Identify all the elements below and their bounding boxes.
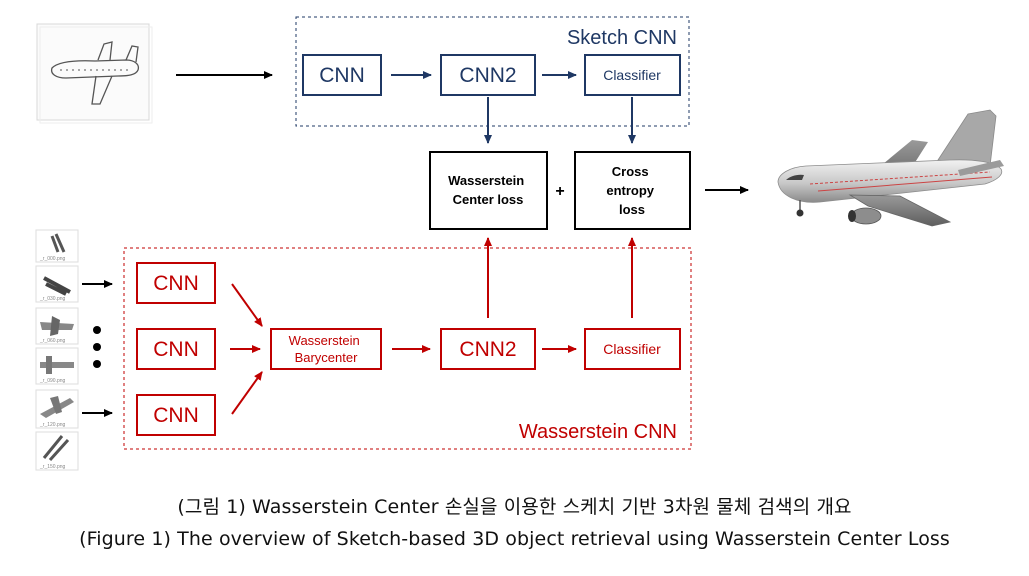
cross-entropy-loss-label: Cross entropy loss (606, 164, 657, 217)
svg-text:_r_030.png: _r_030.png (39, 296, 66, 302)
cnn-bot-to-barycenter-arrow (231, 371, 263, 415)
svg-text:_r_090.png: _r_090.png (39, 378, 66, 384)
wasserstein-center-loss-node (429, 151, 548, 230)
view-thumbnail: _r_090.png (35, 347, 79, 385)
caption-korean: (그림 1) Wasserstein Center 손실을 이용한 스케치 기반… (177, 496, 852, 518)
wasserstein-cnn-node-bot-label: CNN (153, 404, 199, 427)
output-3d-airplane-image (777, 109, 1004, 227)
sketch-classifier-node (584, 54, 681, 96)
view-thumbnail: _r_150.png (35, 431, 79, 471)
svg-text:_r_150.png: _r_150.png (39, 464, 66, 470)
wasserstein-barycenter-label: Wasserstein Barycenter (289, 333, 364, 365)
sketch-cnn2-node (440, 54, 536, 96)
view-thumbnail: _r_060.png (35, 307, 79, 345)
wasserstein-center-loss-label: Wasserstein Center loss (448, 173, 528, 207)
sketch-cnn-group (295, 16, 690, 127)
sketch-cnn-label: Sketch CNN (567, 27, 677, 49)
wasserstein-cnn-node-top (136, 262, 216, 304)
wasserstein-barycenter-node (270, 328, 382, 370)
wasserstein-classifier-node (584, 328, 681, 370)
wasserstein-cnn2-node-label: CNN2 (459, 338, 516, 361)
view-thumbnail: _r_000.png (35, 229, 79, 263)
wasserstein-cnn-group (123, 247, 692, 450)
wasserstein-classifier-node-label: Classifier (603, 341, 661, 357)
wasserstein-cnn-node-mid (136, 328, 216, 370)
cnn-top-to-barycenter-arrow (231, 283, 263, 327)
sketch-input-image (36, 23, 153, 124)
sketch-cnn-node (302, 54, 382, 96)
sketch-airplane-icon (50, 41, 140, 105)
multi-view-images: _r_000.png _r_030.png _r_060.png _r_090.… (35, 229, 79, 471)
sketch-classifier-node-label: Classifier (603, 67, 661, 83)
view-thumbnail: _r_120.png (35, 389, 79, 429)
svg-text:_r_000.png: _r_000.png (39, 256, 66, 262)
sketch-cnn-node-label: CNN (319, 64, 365, 87)
wasserstein-cnn2-node (440, 328, 536, 370)
wasserstein-cnn-label: Wasserstein CNN (519, 421, 677, 443)
svg-text:_r_120.png: _r_120.png (39, 422, 66, 428)
view-thumbnail: _r_030.png (35, 265, 79, 303)
ellipsis-dot (93, 360, 101, 368)
wasserstein-cnn-node-mid-label: CNN (153, 338, 199, 361)
ellipsis-dot (93, 326, 101, 334)
plus-sign: + (555, 183, 564, 200)
caption-english: (Figure 1) The overview of Sketch-based … (79, 528, 950, 550)
ellipsis-dot (93, 343, 101, 351)
sketch-cnn2-node-label: CNN2 (459, 64, 516, 87)
wasserstein-cnn-node-bot (136, 394, 216, 436)
cross-entropy-loss-node (574, 151, 691, 230)
diagram: Sketch CNN CNN CNN2 Classifier Wasserste… (35, 16, 1004, 471)
svg-text:_r_060.png: _r_060.png (39, 338, 66, 344)
wasserstein-cnn-node-top-label: CNN (153, 272, 199, 295)
